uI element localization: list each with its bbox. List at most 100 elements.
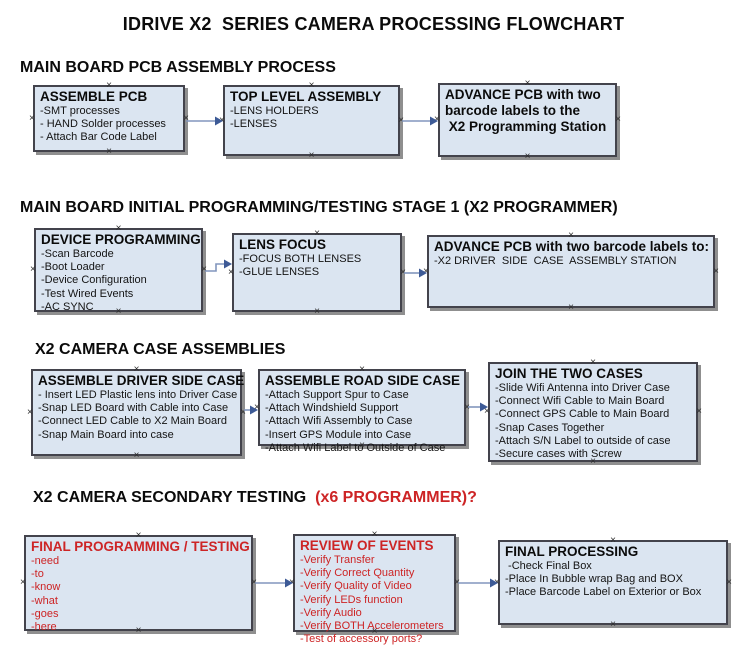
section-heading-text: X2 CAMERA SECONDARY TESTING (33, 489, 316, 506)
box-item: -Verify Correct Quantity (300, 567, 415, 580)
box-item: -X2 DRIVER SIDE CASE ASSEMBLY STATION (434, 255, 677, 267)
box-item: -to (31, 568, 44, 581)
box-item: -Verify Quality of Video (300, 580, 412, 593)
box-item: -Verify BOTH Accelerometers (300, 620, 444, 633)
box-item: -Snap Cases Together (495, 421, 605, 434)
flow-box-assemble-driver-side-case: ASSEMBLE DRIVER SIDE CASE - Insert LED P… (27, 365, 246, 461)
box-title: DEVICE PROGRAMMING (41, 232, 201, 247)
box-title: FINAL PROGRAMMING / TESTING (31, 539, 250, 554)
anchor-x-icon: × (314, 306, 320, 317)
box-item: -Snap Main Board into case (38, 428, 174, 441)
box-item: -Attach Support Spur to Case (265, 389, 409, 401)
box-item: -FOCUS BOTH LENSES (239, 253, 362, 265)
flow-box-assemble-pcb: ASSEMBLE PCB -SMT processes - HAND Solde… (29, 81, 189, 157)
box-item: -Place In Bubble wrap Bag and BOX (505, 573, 683, 586)
box-item: -Boot Loader (41, 261, 105, 274)
section-heading-text: MAIN BOARD INITIAL PROGRAMMING/TESTING S… (20, 199, 618, 216)
box-item: -Verify Audio (300, 606, 362, 619)
anchor-x-icon: × (726, 576, 732, 588)
flow-box-top-level-assembly: TOP LEVEL ASSEMBLY -LENS HOLDERS -LENSES… (219, 81, 404, 161)
box-title: ASSEMBLE PCB (40, 89, 148, 104)
connector-arrow (458, 578, 498, 588)
anchor-x-icon: × (615, 114, 621, 125)
anchor-x-icon: × (20, 577, 26, 588)
section-heading-text: X2 CAMERA CASE ASSEMBLIES (35, 341, 286, 358)
section-heading-secondary-testing: X2 CAMERA SECONDARY TESTING (x6 PROGRAMM… (33, 489, 477, 507)
connector-arrow (186, 116, 223, 126)
box-item: -here (31, 621, 57, 634)
connector-arrow (468, 402, 488, 412)
anchor-x-icon: × (610, 619, 616, 630)
box-title: ADVANCE PCB with two barcode labels to t… (445, 87, 607, 134)
box-item: -Test Wired Events (41, 287, 134, 300)
box-item: - HAND Solder processes (40, 118, 166, 131)
anchor-x-icon: × (713, 265, 719, 277)
box-item: -Insert GPS Module into Case (265, 428, 412, 441)
box-item: -Secure cases with Screw (495, 448, 622, 461)
box-item: -Verify LEDs function (300, 593, 403, 606)
box-title: REVIEW OF EVENTS (300, 538, 434, 553)
section-heading-text: MAIN BOARD PCB ASSEMBLY PROCESS (20, 59, 336, 76)
anchor-x-icon: × (27, 406, 33, 418)
box-title: ASSEMBLE ROAD SIDE CASE (265, 373, 461, 388)
box-item: -LENSES (230, 118, 278, 131)
box-item: -Connect GPS Cable to Main Board (495, 408, 670, 421)
flow-box-final-processing: FINAL PROCESSING -Check Final Box -Place… (494, 536, 732, 630)
box-item: -Test of accessory ports? (300, 633, 423, 646)
anchor-x-icon: × (133, 450, 140, 461)
box-item: -Connect LED Cable to X2 Main Board (38, 415, 227, 428)
box-item: -Check Final Box (505, 560, 592, 572)
box-title: LENS FOCUS (239, 237, 327, 252)
anchor-x-icon: × (696, 406, 702, 417)
box-item: -Scan Barcode (41, 248, 114, 260)
anchor-x-icon: × (524, 151, 531, 162)
flow-box-advance-pcb-driver-side-station: ADVANCE PCB with two barcode labels to: … (423, 231, 719, 313)
anchor-x-icon: × (30, 264, 36, 275)
section-heading-red: (x6 PROGRAMMER)? (315, 489, 477, 506)
flow-box-join-the-two-cases: JOIN THE TWO CASES -Slide Wifi Antenna i… (484, 358, 702, 467)
connector-arrow (402, 116, 438, 126)
box-title: ASSEMBLE DRIVER SIDE CASE (38, 373, 245, 388)
box-item: -Attach Wifi Label to Outside of Case (265, 441, 446, 454)
box-item: -Slide Wifi Antenna into Driver Case (495, 382, 670, 394)
box-item: -Snap LED Board with Cable into Case (38, 402, 229, 415)
connector-elbow-arrow (205, 259, 232, 272)
box-item: -goes (31, 607, 59, 620)
box-item: -Place Barcode Label on Exterior or Box (505, 586, 702, 599)
flow-box-lens-focus: LENS FOCUS -FOCUS BOTH LENSES -GLUE LENS… (228, 229, 406, 317)
box-item: -Attach S/N Label to outside of case (495, 434, 671, 447)
flow-box-advance-pcb-programming-station: ADVANCE PCB with two barcode labels to t… (434, 79, 621, 162)
anchor-x-icon: × (568, 302, 574, 313)
box-title: FINAL PROCESSING (505, 544, 639, 559)
box-item: - Attach Bar Code Label (40, 131, 157, 144)
box-item: -need (31, 555, 60, 567)
flow-box-final-programming-testing: FINAL PROGRAMMING / TESTING -need -to -k… (20, 531, 257, 636)
anchor-x-icon: × (29, 112, 35, 124)
box-item: -LENS HOLDERS (230, 105, 319, 117)
box-item: -know (31, 581, 61, 594)
section-heading-initial-programming: MAIN BOARD INITIAL PROGRAMMING/TESTING S… (20, 199, 618, 217)
anchor-x-icon: × (308, 150, 315, 161)
box-item: -GLUE LENSES (239, 266, 320, 279)
box-item: -what (31, 594, 58, 607)
box-item: -Attach Windshield Support (265, 402, 399, 415)
page-title: IDRIVE X2 SERIES CAMERA PROCESSING FLOWC… (122, 14, 625, 34)
box-item: -AC SYNC (41, 300, 94, 313)
connector-arrow (404, 268, 427, 278)
box-item: -Connect Wifi Cable to Main Board (495, 395, 665, 408)
connector-arrow (244, 405, 258, 415)
box-item: -Verify Transfer (300, 554, 375, 566)
flow-box-device-programming: DEVICE PROGRAMMING -Scan Barcode -Boot L… (30, 224, 207, 317)
box-item: - Insert LED Plastic lens into Driver Ca… (38, 389, 238, 401)
box-item: -Attach Wifi Assembly to Case (265, 415, 413, 428)
box-title: ADVANCE PCB with two barcode labels to: (434, 239, 710, 254)
flow-box-assemble-road-side-case: ASSEMBLE ROAD SIDE CASE -Attach Support … (254, 365, 470, 454)
box-title: JOIN THE TWO CASES (495, 366, 643, 381)
section-heading-case-assemblies: X2 CAMERA CASE ASSEMBLIES (35, 341, 285, 359)
box-title: TOP LEVEL ASSEMBLY (230, 89, 382, 104)
section-heading-pcb-assembly: MAIN BOARD PCB ASSEMBLY PROCESS (20, 59, 336, 77)
connector-arrow (255, 578, 293, 588)
box-item: -SMT processes (40, 105, 120, 117)
flow-box-review-of-events: REVIEW OF EVENTS -Verify Transfer -Verif… (289, 530, 460, 646)
